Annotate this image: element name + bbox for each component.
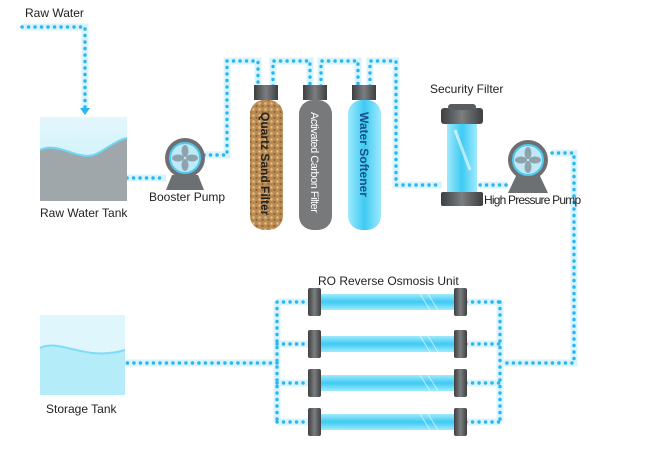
pipe-ro-right-manifold	[464, 300, 502, 424]
raw-water-tank	[39, 117, 128, 201]
security-filter	[441, 104, 483, 206]
pipe-raw-water-inlet	[20, 25, 87, 112]
water-softener	[348, 85, 381, 230]
pipe-carbon-to-softener	[319, 59, 360, 88]
activated-carbon-filter-label: Activated Carbon Filter	[308, 112, 320, 213]
ro-membrane	[308, 330, 467, 358]
quartz-sand-filter-label: Quartz Sand Filter	[258, 112, 272, 216]
ro-membranes	[308, 288, 467, 436]
ro-membrane	[308, 288, 467, 316]
ro-membrane	[308, 369, 467, 397]
pipe-softener-to-security	[368, 59, 444, 187]
water-softener-label: Water Softener	[357, 112, 371, 197]
high-pressure-pump	[508, 140, 548, 193]
pipe-ro-to-storage	[123, 300, 310, 424]
storage-tank-label: Storage Tank	[46, 402, 117, 416]
booster-pump-label: Booster Pump	[149, 190, 226, 204]
fan-icon	[515, 147, 541, 173]
booster-pump	[165, 138, 205, 190]
storage-tank	[39, 315, 126, 395]
quartz-sand-filter	[250, 85, 283, 230]
raw-water-tank-label: Raw Water Tank	[40, 206, 128, 220]
fan-icon	[172, 145, 198, 171]
arrow-icon	[80, 108, 90, 115]
pipe-sand-to-carbon	[271, 59, 312, 88]
pipe-pump-to-sand	[202, 59, 260, 157]
pipes	[20, 23, 578, 426]
activated-carbon-filter	[299, 85, 332, 230]
high-pressure-pump-label: High Pressure Pump	[484, 193, 581, 207]
security-filter-label: Security Filter	[430, 82, 504, 96]
ro-unit-label: RO Reverse Osmosis Unit	[318, 274, 459, 288]
ro-membrane	[308, 408, 467, 436]
raw-water-label: Raw Water	[25, 6, 84, 20]
